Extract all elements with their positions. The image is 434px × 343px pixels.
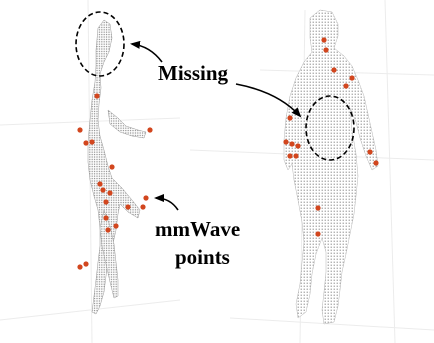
arrow-to-head — [132, 44, 162, 62]
mmwave-point — [94, 93, 99, 98]
mmwave-point — [293, 153, 298, 158]
mmwave-point — [125, 204, 130, 209]
missing-label: Missing — [158, 62, 228, 85]
mmwave-point — [143, 195, 148, 200]
right-person-point-cloud — [284, 10, 378, 324]
mmwave-point — [83, 140, 88, 145]
mmwave-point — [315, 205, 320, 210]
mmwave-point — [315, 231, 320, 236]
mmwave-point — [283, 139, 288, 144]
mmwave-point — [147, 127, 152, 132]
mmwave-point — [367, 149, 372, 154]
mmwave-point — [77, 264, 82, 269]
mmwave-point — [77, 127, 82, 132]
mmwave-point — [295, 143, 300, 148]
mmwave-point — [97, 181, 102, 186]
mmwave-point — [100, 187, 105, 192]
mmwave-point — [321, 37, 326, 42]
mmwave-point — [89, 139, 94, 144]
mmwave-point — [331, 67, 336, 72]
mmwave-point — [140, 204, 145, 209]
mmwave-point — [105, 227, 110, 232]
mmwave-point — [289, 141, 294, 146]
mmwave-point — [83, 261, 88, 266]
mmwave-point — [107, 190, 112, 195]
mmwave-point — [343, 83, 348, 88]
mmwave-label-line2: points — [175, 246, 230, 269]
arrow-to-mmwave-points — [156, 198, 178, 210]
mmwave-point — [103, 199, 108, 204]
mmwave-point — [373, 160, 378, 165]
mmwave-label-line1: mmWave — [155, 218, 240, 241]
mmwave-point — [103, 215, 108, 220]
mmwave-point — [113, 223, 118, 228]
mmwave-point — [109, 164, 114, 169]
mmwave-point — [287, 115, 292, 120]
left-person-point-cloud — [88, 20, 146, 314]
mmwave-point — [287, 153, 292, 158]
mmwave-point — [323, 47, 328, 52]
mmwave-point — [349, 75, 354, 80]
